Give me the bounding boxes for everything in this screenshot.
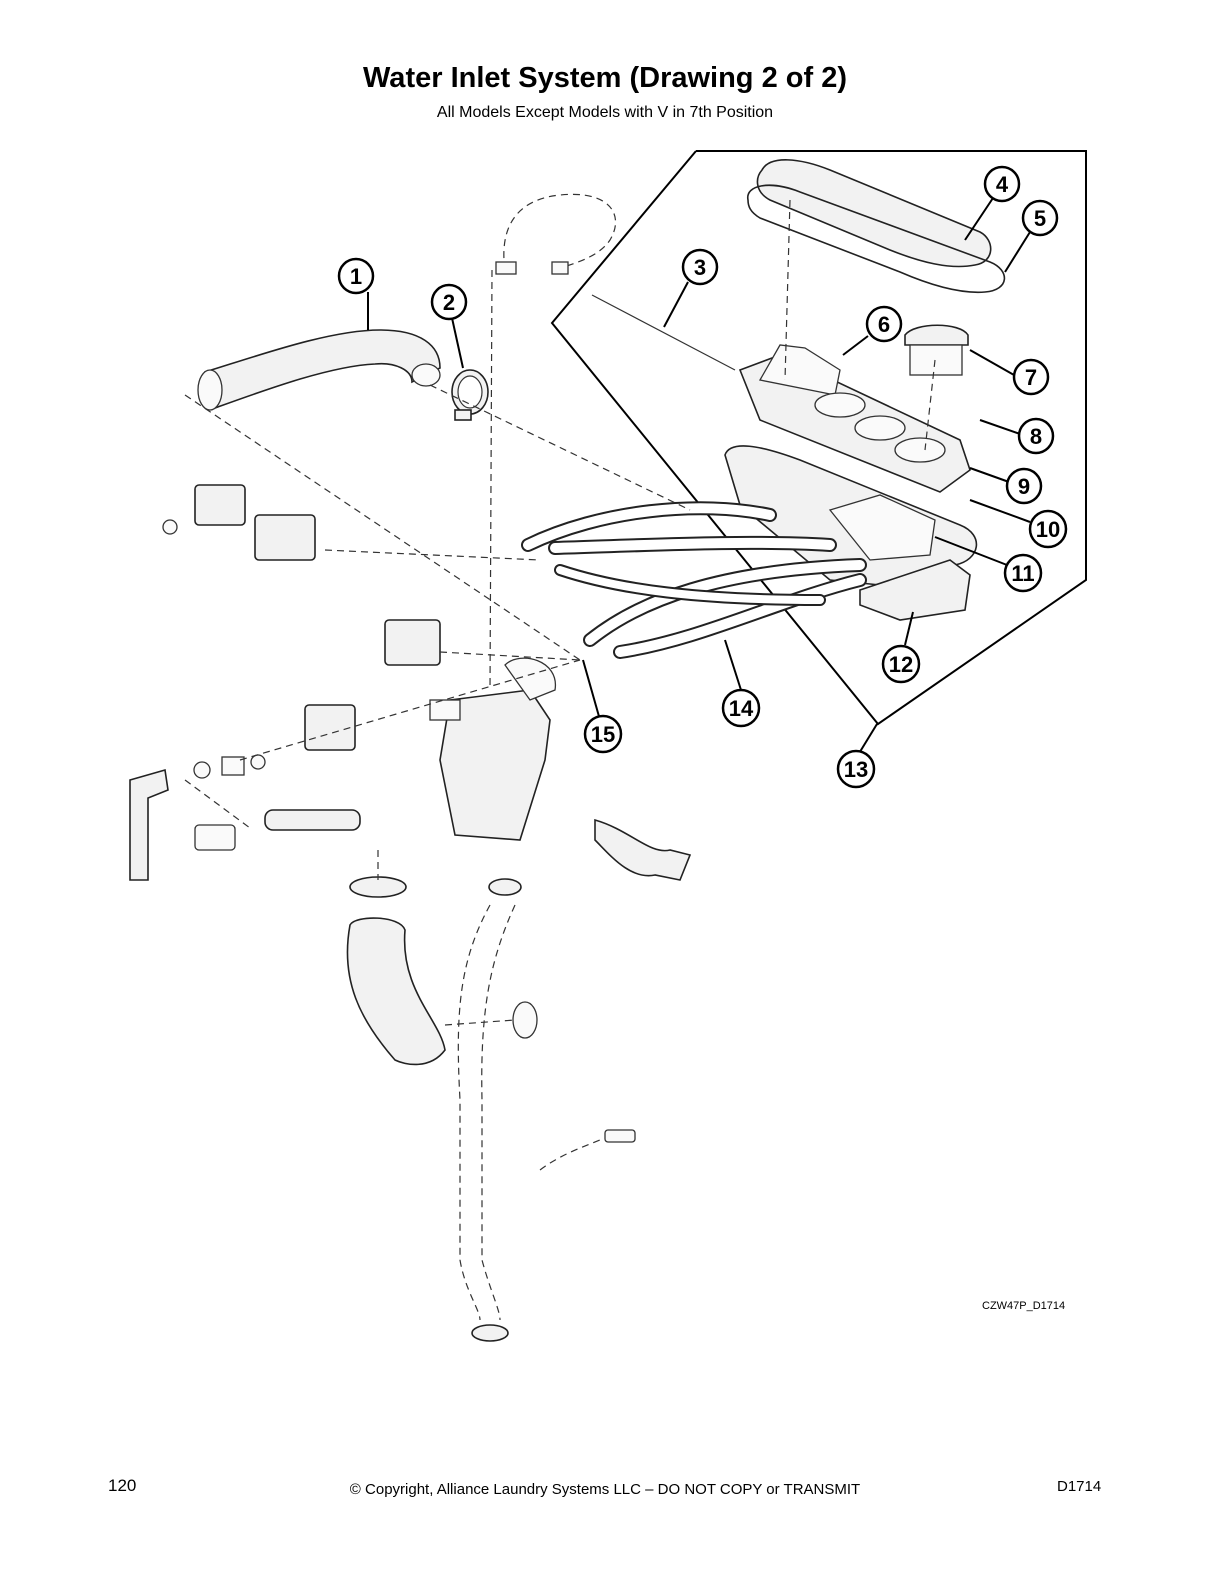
inlet-hose-part (197, 329, 441, 411)
callout-6: 6 (865, 305, 903, 343)
callout-1: 1 (337, 257, 375, 295)
callout-10-label: 10 (1036, 517, 1060, 542)
hose-clamp-part (451, 369, 489, 421)
callout-7: 7 (1012, 358, 1050, 396)
rod-part (591, 294, 736, 371)
callout-12-label: 12 (889, 652, 913, 677)
dispenser-body-part (724, 344, 978, 621)
callout-12: 12 (881, 644, 921, 684)
fittings-part (129, 754, 361, 881)
page-subtitle: All Models Except Models with V in 7th P… (436, 104, 774, 121)
drawing-id: CZW47P_D1714 (982, 1300, 1066, 1312)
lower-hoses-part (346, 876, 636, 1342)
dispenser-inset-outline (550, 150, 1087, 726)
page-title: Water Inlet System (Drawing 2 of 2) (363, 62, 847, 94)
callout-14-label: 14 (729, 696, 754, 721)
callout-2: 2 (430, 283, 468, 321)
callout-15: 15 (583, 714, 623, 754)
callout-6-label: 6 (878, 312, 890, 337)
callout-14: 14 (721, 688, 761, 728)
callout-leaders (367, 197, 1031, 756)
copyright-notice: © Copyright, Alliance Laundry Systems LL… (349, 1481, 861, 1498)
callout-1-label: 1 (350, 264, 362, 289)
page-number: 120 (108, 1476, 137, 1495)
callout-9-label: 9 (1018, 474, 1030, 499)
callout-9: 9 (1005, 467, 1043, 505)
callout-3: 3 (681, 248, 719, 286)
callout-7-label: 7 (1025, 365, 1037, 390)
inlet-valves-part (162, 484, 441, 751)
callout-4-label: 4 (996, 172, 1009, 197)
callout-3-label: 3 (694, 255, 706, 280)
callout-13: 13 (836, 749, 876, 789)
document-code: D1714 (1057, 1478, 1102, 1495)
callout-15-label: 15 (591, 722, 615, 747)
callout-11-label: 11 (1011, 561, 1034, 586)
callout-5-label: 5 (1034, 206, 1046, 231)
outlet-hose-part (594, 818, 692, 881)
callout-11: 11 (1003, 553, 1043, 593)
dispenser-lid-part (747, 159, 1006, 294)
reference-lines (184, 199, 936, 1026)
callout-13-label: 13 (844, 757, 868, 782)
callout-5: 5 (1021, 199, 1059, 237)
mixing-tank-part (429, 657, 556, 841)
callout-8: 8 (1017, 417, 1055, 455)
callout-2-label: 2 (443, 290, 455, 315)
callout-8-label: 8 (1030, 424, 1042, 449)
dispenser-cap-part (904, 324, 969, 376)
dispenser-hoses-part (521, 501, 867, 659)
callout-10: 10 (1028, 509, 1068, 549)
callout-4: 4 (983, 165, 1021, 203)
